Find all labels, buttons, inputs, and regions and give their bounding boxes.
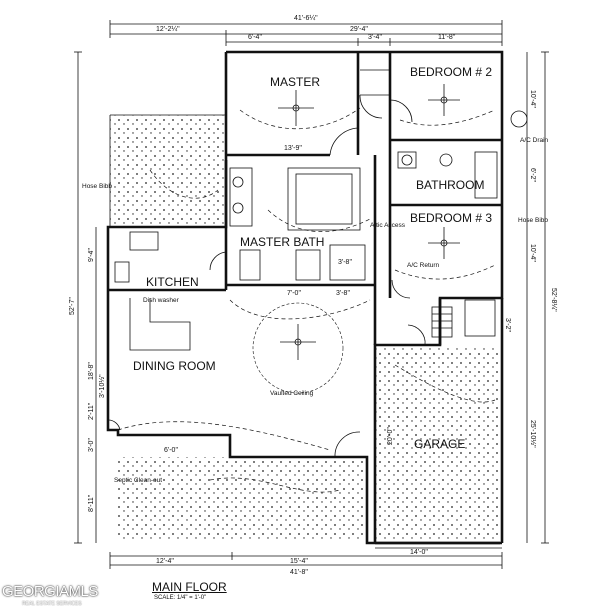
ceiling-fan-icon xyxy=(428,84,460,116)
dim-right-small: 3'-2" xyxy=(504,318,511,332)
garage-slab xyxy=(375,348,501,543)
dim-master-depth: 13'-9" xyxy=(284,145,302,152)
drawing-title: MAIN FLOOR xyxy=(152,580,227,594)
room-label-bathroom: BATHROOM xyxy=(416,178,484,192)
logo-subtext: REAL ESTATE SERVICES xyxy=(22,601,82,607)
room-label-bedroom-2: BEDROOM # 2 xyxy=(410,65,492,79)
note-ac-return: A/C Return xyxy=(407,262,440,269)
exterior-wall xyxy=(106,50,504,545)
dim-garage-depth: 20'-0" xyxy=(387,427,394,445)
dim-right-garage: 25'-10½" xyxy=(529,420,537,448)
dim-hall-width: 3'-4" xyxy=(368,34,382,41)
dim-bottom-overall: 41'-8" xyxy=(290,569,308,576)
patio-slab xyxy=(110,115,226,227)
dim-right-bed2: 10'-4" xyxy=(529,90,536,108)
room-label-garage: GARAGE xyxy=(414,437,465,451)
dim-left-lower-a: 3'-10½" xyxy=(98,374,106,398)
note-dishwasher: Dish washer xyxy=(143,297,180,304)
dim-right-overall: 52'-8¼" xyxy=(550,288,557,312)
room-label-kitchen: KITCHEN xyxy=(146,275,199,289)
dim-top-left: 12'-2¼" xyxy=(156,26,180,33)
georgia-mls-logo: GEORGIAMLS REAL ESTATE SERVICES xyxy=(0,583,98,611)
drawing-scale: SCALE: 1/4" = 1'-0" xyxy=(154,595,207,601)
dim-right-bed3: 10'-4" xyxy=(529,244,536,262)
dim-mid-b: 3'-8" xyxy=(336,290,350,297)
note-septic-cleanout: Septic Clean-out xyxy=(114,477,162,484)
dim-left-overall: 52'-7" xyxy=(69,297,76,315)
dim-mid-c: 3'-8" xyxy=(338,259,352,266)
dim-left-lower-b: 2'-11" xyxy=(88,402,95,420)
note-attic-access: Attic Access xyxy=(370,222,406,229)
dim-left-kitchen: 9'-4" xyxy=(88,248,95,262)
note-hose-bibb-left: Hose Bibb xyxy=(82,183,112,190)
dim-mid-a: 7'-0" xyxy=(287,290,301,297)
dim-garage-width: 14'-0" xyxy=(410,549,428,556)
dim-right-bath: 6'-2" xyxy=(529,168,536,182)
room-label-master-bath: MASTER BATH xyxy=(240,235,324,249)
dim-bed2-width: 11'-8" xyxy=(438,34,456,41)
dim-master-width: 6'-4" xyxy=(248,34,262,41)
ceiling-fan-icon xyxy=(278,90,314,126)
ceiling-fan-icon xyxy=(428,227,460,259)
room-label-master: MASTER xyxy=(270,75,320,89)
dim-left-dining: 18'-8" xyxy=(88,362,95,380)
dim-bottom-left: 12'-4" xyxy=(156,558,174,565)
logo-text: GEORGIAMLS xyxy=(2,583,98,600)
room-label-bedroom-3: BEDROOM # 3 xyxy=(410,211,492,225)
room-label-dining-room: DINING ROOM xyxy=(133,359,216,373)
note-ac-drain: A/C Drain xyxy=(520,137,549,144)
note-hose-bibb-right: Hose Bibb xyxy=(518,217,548,224)
dim-left-lower-c: 3'-0" xyxy=(88,438,95,452)
front-porch-slab xyxy=(118,457,368,542)
note-vaulted-ceiling: Vaulted Ceiling xyxy=(270,390,314,397)
dim-left-porch: 8'-11" xyxy=(88,494,95,512)
dim-porch-depth: 6'-0" xyxy=(164,447,178,454)
dim-top-right: 29'-4" xyxy=(350,26,368,33)
ceiling-fan-icon xyxy=(252,302,344,394)
dim-top-overall: 41'-6¼" xyxy=(294,15,318,22)
dim-bottom-mid: 15'-4" xyxy=(290,558,308,565)
